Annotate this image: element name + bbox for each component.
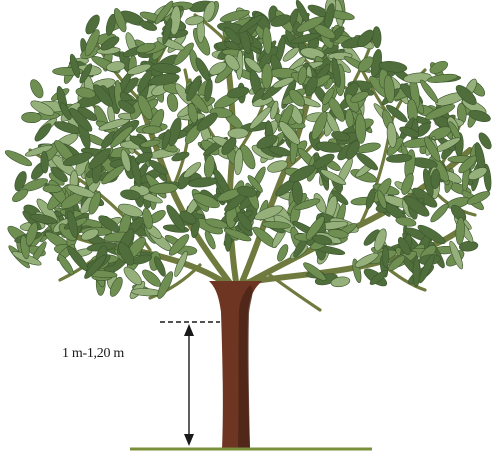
trunk-shape xyxy=(209,281,262,449)
trunk-shadow xyxy=(238,285,253,449)
leaf xyxy=(21,112,41,123)
arrow-up-icon xyxy=(184,324,194,336)
arrow-down-icon xyxy=(184,434,194,446)
branch xyxy=(270,275,320,310)
leaf xyxy=(166,93,179,113)
trunk-height-label: 1 m-1,20 m xyxy=(60,346,126,362)
leaf xyxy=(28,78,46,100)
leaf xyxy=(403,72,432,84)
height-dimension-arrow xyxy=(160,322,220,446)
tree-foliage xyxy=(3,0,493,301)
leaf xyxy=(372,26,381,47)
tree-trunk xyxy=(209,281,262,449)
leaf xyxy=(32,121,53,143)
